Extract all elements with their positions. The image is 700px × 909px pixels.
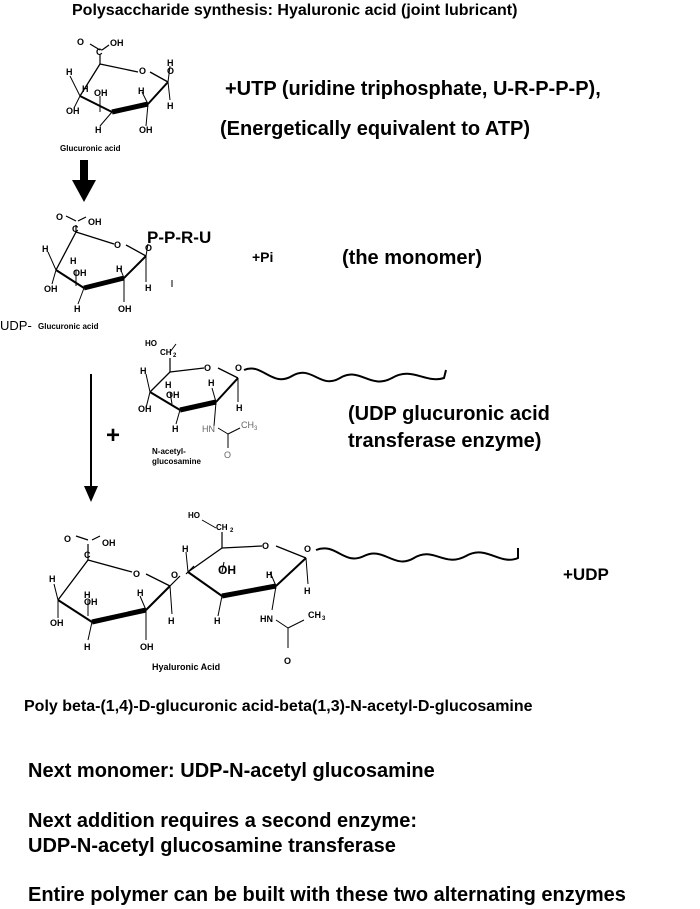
atom-H: H xyxy=(84,590,91,600)
glucuronic-acid-structure xyxy=(69,43,171,127)
link-oxygen: O xyxy=(171,570,178,580)
atom-O: O xyxy=(145,243,152,253)
ring-oxygen: O xyxy=(114,240,121,250)
atom-O: O xyxy=(77,37,84,47)
subscript-3: 3 xyxy=(322,616,326,622)
atom-O: O xyxy=(64,534,71,544)
atom-H: H xyxy=(165,380,172,390)
n-acetyl-label: N-acetyl- xyxy=(152,447,186,456)
atom-H: H xyxy=(172,424,179,434)
enzyme-line-1: (UDP glucuronic acid xyxy=(348,403,550,425)
atom-OH: OH xyxy=(102,538,116,548)
atom-OH: OH xyxy=(139,125,153,135)
atom-OH: OH xyxy=(138,404,152,414)
down-arrow-icon xyxy=(72,160,96,202)
glucosamine-label: glucosamine xyxy=(152,457,201,466)
atom-O: O xyxy=(284,656,291,666)
udp-byproduct: +UDP xyxy=(563,565,609,584)
atom-OH: OH xyxy=(166,390,180,400)
subscript-2: 2 xyxy=(230,528,234,534)
atom-H: H xyxy=(208,378,215,388)
atom-OH: OH xyxy=(44,284,58,294)
atom-OH: OH xyxy=(73,268,87,278)
atom-O: O xyxy=(304,544,311,554)
subscript-3: 3 xyxy=(254,426,258,432)
polymer-name: Poly beta-(1,4)-D-glucuronic acid-beta(1… xyxy=(24,698,533,715)
product-oh-label: OH xyxy=(218,563,236,577)
atom-H: H xyxy=(82,84,89,94)
atom-H: H xyxy=(138,86,145,96)
atom-OH: OH xyxy=(118,304,132,314)
monomer-note: (the monomer) xyxy=(342,247,482,269)
atom-H: H xyxy=(49,574,56,584)
entire-polymer-line: Entire polymer can be built with these t… xyxy=(28,884,626,906)
atom-H: H xyxy=(74,304,81,314)
udp-glucuronic-acid-structure xyxy=(47,215,173,305)
ring-oxygen: O xyxy=(262,541,269,551)
ring-oxygen: O xyxy=(139,66,146,76)
atom-CH: CH xyxy=(241,420,254,430)
next-addition-line-2: UDP-N-acetyl glucosamine transferase xyxy=(28,835,396,857)
atom-H: H xyxy=(167,58,174,68)
atom-C: C xyxy=(72,224,79,234)
udp-glucuronic-acid-label: Glucuronic acid xyxy=(38,322,99,331)
atom-C: C xyxy=(84,550,91,560)
subscript-2: 2 xyxy=(173,353,177,359)
atom-CH: CH xyxy=(308,610,321,620)
atom-O: O xyxy=(56,212,63,222)
page-title: Polysaccharide synthesis: Hyaluronic aci… xyxy=(72,2,518,19)
n-acetyl-glucosamine-structure xyxy=(145,343,447,448)
atom-O: O xyxy=(224,450,231,460)
atom-H: H xyxy=(214,616,221,626)
atom-H: H xyxy=(95,125,102,135)
atom-OH: OH xyxy=(94,88,108,98)
atom-H: H xyxy=(182,544,189,554)
atom-HN: HN xyxy=(202,424,215,434)
atom-H: H xyxy=(167,101,174,111)
plus-sign: + xyxy=(106,422,121,449)
atom-H: H xyxy=(84,642,91,652)
atom-H: H xyxy=(266,570,273,580)
atom-OH: OH xyxy=(50,618,64,628)
hyaluronic-acid-label: Hyaluronic Acid xyxy=(152,662,220,672)
hyaluronic-acid-structure xyxy=(53,519,519,648)
atom-H: H xyxy=(70,256,77,266)
atom-HO: HO xyxy=(145,339,157,348)
glucuronic-acid-label: Glucuronic acid xyxy=(60,144,121,153)
next-monomer: Next monomer: UDP-N-acetyl glucosamine xyxy=(28,760,435,782)
atp-equivalent-line: (Energetically equivalent to ATP) xyxy=(220,118,531,140)
atom-OH: OH xyxy=(84,597,98,607)
atom-H: H xyxy=(168,616,175,626)
atom-H: H xyxy=(140,366,147,376)
atom-H: H xyxy=(236,403,243,413)
atom-H: H xyxy=(66,67,73,77)
next-addition-line-1: Next addition requires a second enzyme: xyxy=(28,810,417,832)
atom-C: C xyxy=(96,47,103,57)
ring-oxygen: O xyxy=(133,569,140,579)
atom-H: H xyxy=(137,588,144,598)
atom-H: H xyxy=(42,244,49,254)
atom-O: O xyxy=(235,363,242,373)
atom-OH: OH xyxy=(88,217,102,227)
ring-oxygen: O xyxy=(204,363,211,373)
atom-O: O xyxy=(167,66,174,76)
atom-H: H xyxy=(304,586,311,596)
udp-prefix: UDP- xyxy=(0,318,32,333)
atom-CH: CH xyxy=(160,348,172,357)
utp-line: +UTP (uridine triphosphate, U-R-P-P-P), xyxy=(225,78,601,100)
enzyme-line-2: transferase enzyme) xyxy=(348,430,542,452)
atom-CH: CH xyxy=(216,523,228,532)
pprU-label: P-P-R-U xyxy=(147,228,212,247)
atom-HO: HO xyxy=(188,511,200,520)
atom-H: H xyxy=(145,283,152,293)
atom-H: H xyxy=(116,264,123,274)
atom-HN: HN xyxy=(260,614,273,624)
atom-OH: OH xyxy=(140,642,154,652)
atom-OH: OH xyxy=(66,106,80,116)
atom-OH: OH xyxy=(110,38,124,48)
pi-label: +Pi xyxy=(252,249,274,265)
reaction-arrow-icon xyxy=(84,374,98,502)
